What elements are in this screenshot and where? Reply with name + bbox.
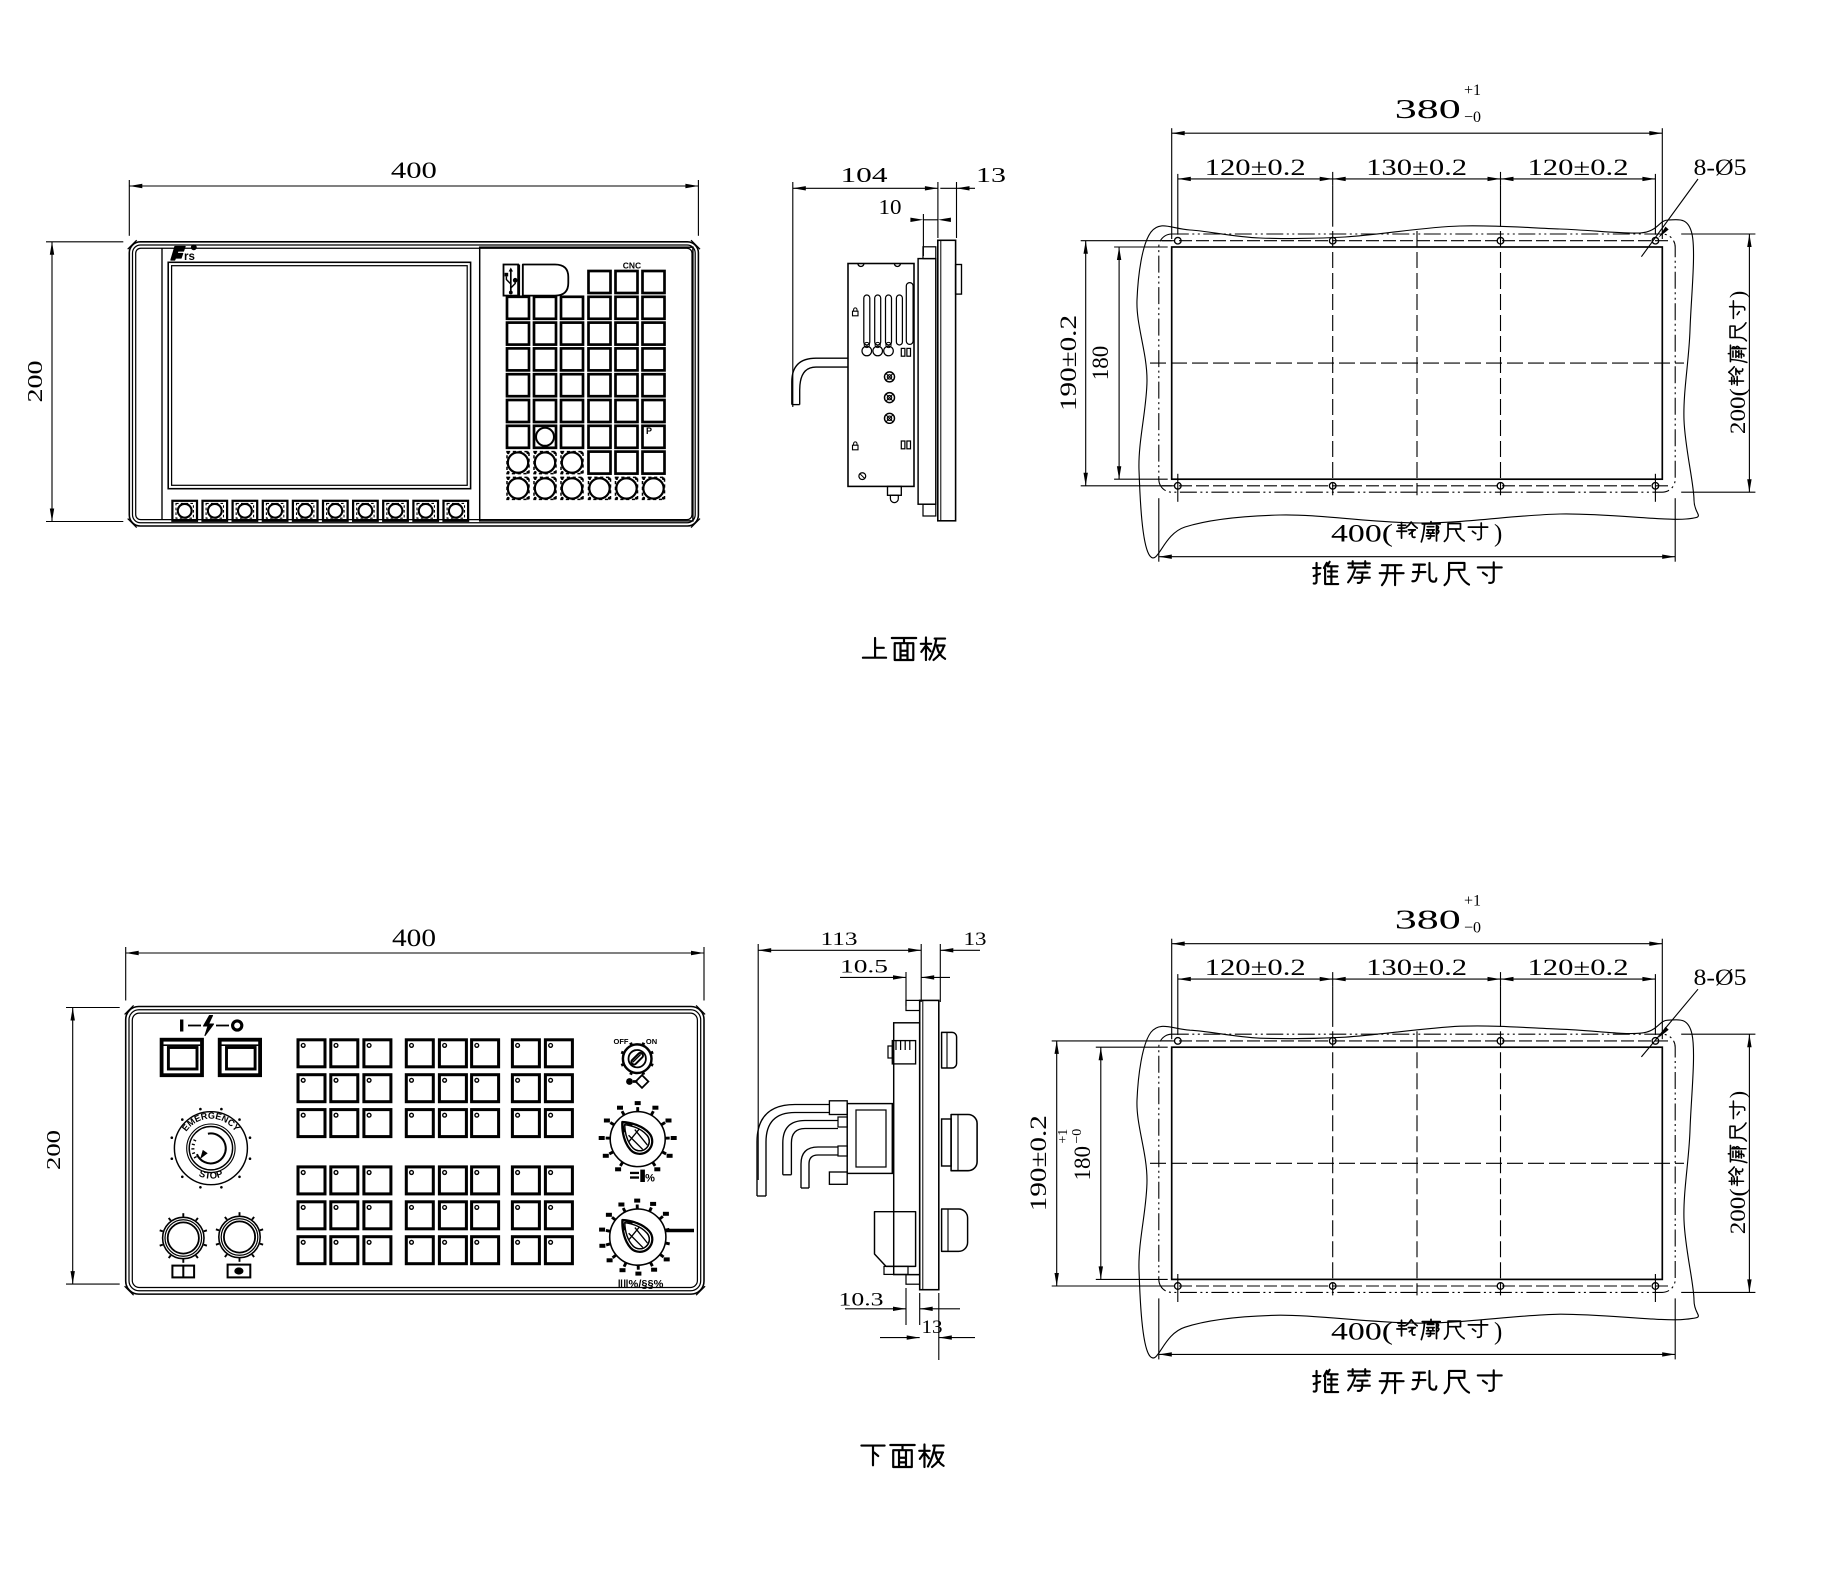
- svg-text:120±0.2: 120±0.2: [1528, 155, 1629, 180]
- svg-text:8-Ø5: 8-Ø5: [1694, 155, 1747, 180]
- svg-text:): ): [1494, 1318, 1502, 1345]
- svg-text:190±0.2: 190±0.2: [1056, 315, 1081, 411]
- svg-text:+1: +1: [1056, 1129, 1071, 1144]
- svg-text:400(: 400(: [1331, 1318, 1393, 1345]
- svg-text:130±0.2: 130±0.2: [1366, 955, 1467, 980]
- svg-text:190±0.2: 190±0.2: [1026, 1115, 1051, 1211]
- svg-text:ON: ON: [646, 1037, 657, 1046]
- svg-text:180: 180: [1088, 346, 1113, 381]
- svg-text:10: 10: [879, 195, 902, 219]
- svg-text:120±0.2: 120±0.2: [1205, 155, 1306, 180]
- svg-text:rs: rs: [184, 251, 195, 263]
- svg-text:200: 200: [23, 361, 47, 403]
- svg-text:+1: +1: [1464, 893, 1481, 910]
- svg-text:−0: −0: [1070, 1129, 1085, 1144]
- svg-text:−0: −0: [1464, 109, 1481, 126]
- svg-text:10.5: 10.5: [840, 957, 888, 978]
- svg-text:): ): [1494, 521, 1502, 548]
- svg-text:8-Ø5: 8-Ø5: [1694, 965, 1747, 990]
- svg-text:200(: 200(: [1725, 388, 1750, 434]
- svg-text:−0: −0: [1464, 920, 1481, 937]
- svg-text:104: 104: [841, 163, 889, 187]
- svg-text:10.3: 10.3: [839, 1290, 884, 1311]
- svg-text:13: 13: [964, 929, 987, 950]
- svg-text:200: 200: [43, 1130, 65, 1170]
- svg-text:‖‖%/§§%: ‖‖%/§§%: [618, 1279, 664, 1291]
- svg-text:120±0.2: 120±0.2: [1205, 955, 1306, 980]
- svg-text:400: 400: [392, 925, 436, 952]
- svg-text:130±0.2: 130±0.2: [1366, 155, 1467, 180]
- svg-text:P: P: [646, 426, 652, 436]
- svg-text:180: 180: [1070, 1146, 1095, 1181]
- svg-text:): ): [1725, 1091, 1750, 1098]
- svg-text:200(: 200(: [1725, 1188, 1750, 1234]
- svg-text:+1: +1: [1464, 82, 1481, 99]
- svg-text:113: 113: [821, 929, 858, 950]
- svg-text:380: 380: [1395, 905, 1461, 935]
- svg-text:): ): [1725, 291, 1750, 298]
- svg-text:13: 13: [976, 163, 1006, 187]
- svg-text:CNC: CNC: [623, 261, 641, 271]
- svg-text:120±0.2: 120±0.2: [1528, 955, 1629, 980]
- svg-text:OFF: OFF: [614, 1037, 629, 1046]
- svg-text:400: 400: [391, 158, 437, 183]
- svg-text:13: 13: [922, 1317, 943, 1338]
- svg-text:380: 380: [1395, 94, 1461, 124]
- svg-text:400(: 400(: [1331, 521, 1393, 548]
- svg-text:%: %: [645, 1173, 655, 1185]
